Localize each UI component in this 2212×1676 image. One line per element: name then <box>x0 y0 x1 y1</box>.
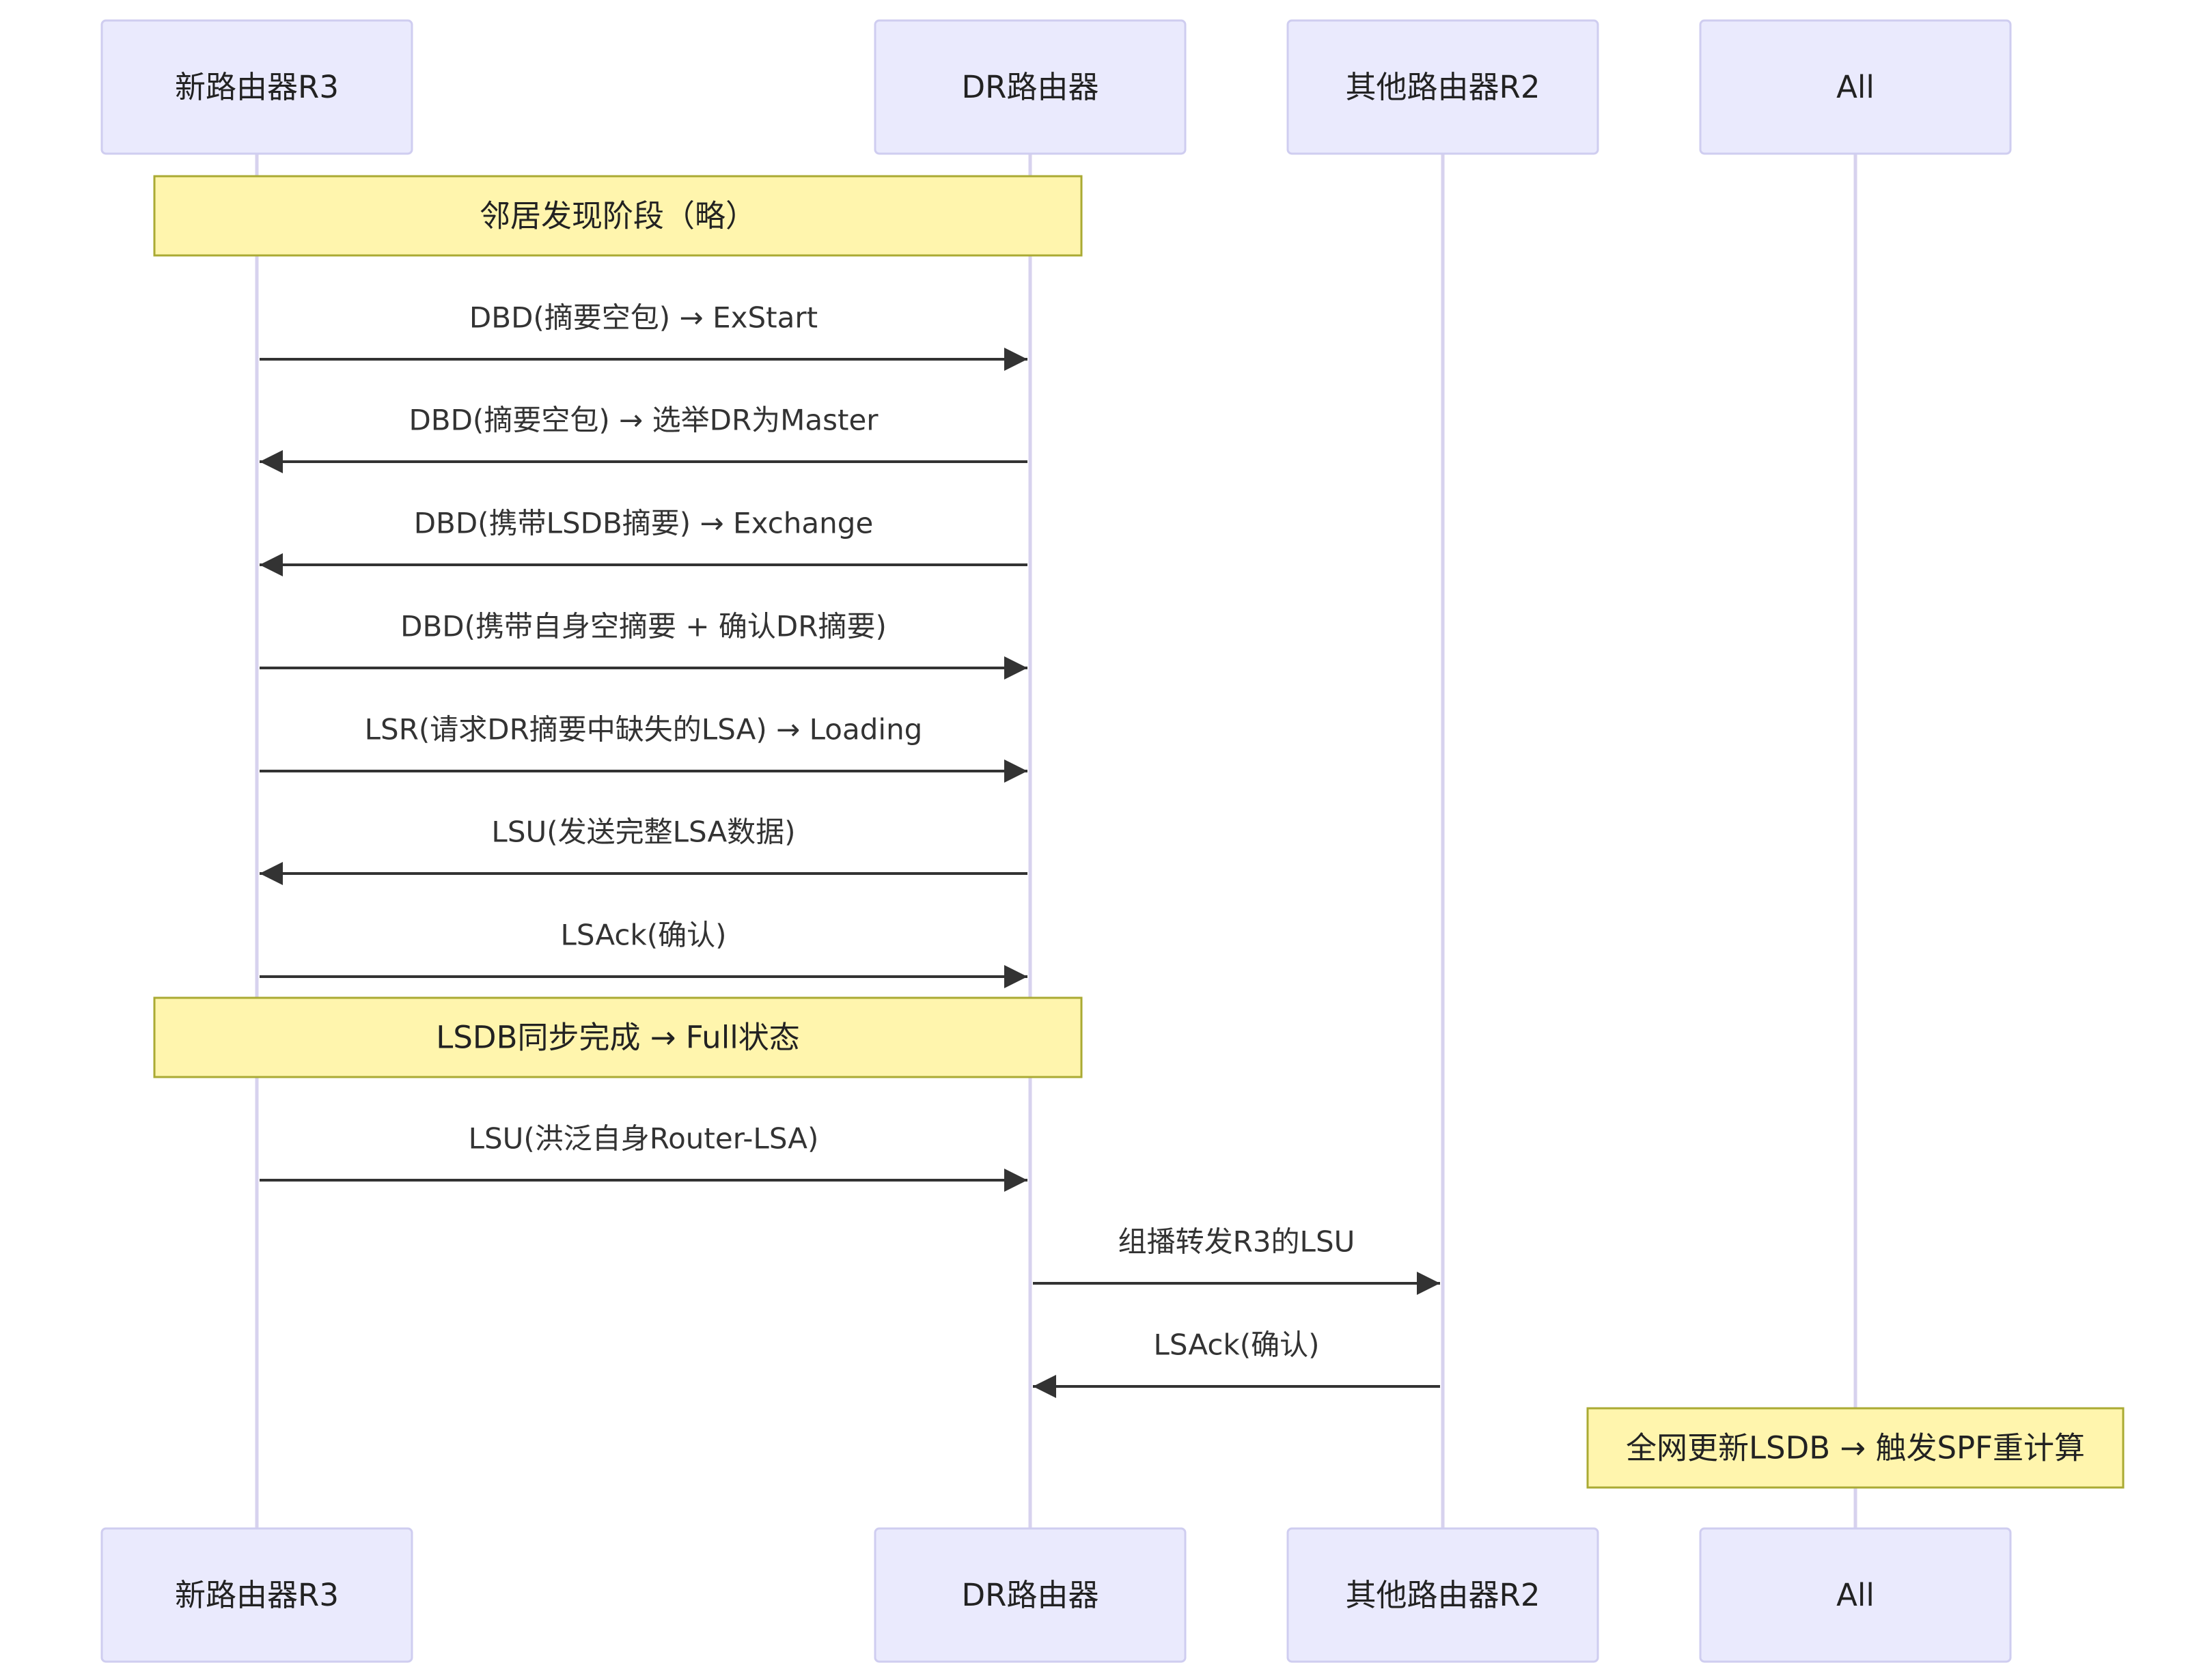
actor-label: DR路由器 <box>962 69 1099 105</box>
actor-bottom-dr: DR路由器 <box>874 1527 1187 1663</box>
actor-label: 其他路由器R2 <box>1346 1577 1540 1613</box>
message-label: LSR(请求DR摘要中缺失的LSA) → Loading <box>365 713 923 746</box>
message-r2-to-dr: LSAck(确认) <box>1033 1328 1440 1398</box>
message-label: LSAck(确认) <box>1153 1328 1319 1362</box>
actor-label: All <box>1836 69 1875 105</box>
message-r3-to-dr: LSU(洪泛自身Router-LSA) <box>260 1122 1027 1192</box>
actor-label: 其他路由器R2 <box>1346 69 1540 105</box>
message-dr-to-r3: DBD(摘要空包) → 选举DR为Master <box>260 404 1027 473</box>
actor-box <box>100 19 413 155</box>
message-label: 组播转发R3的LSU <box>1118 1225 1355 1259</box>
note-box <box>153 175 1083 257</box>
actor-top-dr: DR路由器 <box>874 19 1187 155</box>
actor-top-all: All <box>1699 19 2012 155</box>
message-dr-to-r3: DBD(携带LSDB摘要) → Exchange <box>260 507 1027 576</box>
actor-top-r3: 新路由器R3 <box>100 19 413 155</box>
actor-bottom-r2: 其他路由器R2 <box>1286 1527 1599 1663</box>
message-label: LSAck(确认) <box>560 919 726 952</box>
message-label: DBD(摘要空包) → 选举DR为Master <box>409 404 879 437</box>
note-box <box>153 996 1083 1078</box>
message-dr-to-r3: LSU(发送完整LSA数据) <box>260 815 1027 885</box>
note: 邻居发现阶段（略） <box>153 175 1083 257</box>
note-label: 全网更新LSDB → 触发SPF重计算 <box>1626 1430 2085 1466</box>
actor-box <box>1699 1527 2012 1663</box>
actor-box <box>874 1527 1187 1663</box>
actor-box <box>1699 19 2012 155</box>
actor-label: DR路由器 <box>962 1577 1099 1613</box>
message-r3-to-dr: DBD(摘要空包) → ExStart <box>260 301 1027 371</box>
message-label: LSU(洪泛自身Router-LSA) <box>469 1122 819 1156</box>
actor-bottom-all: All <box>1699 1527 2012 1663</box>
actor-label: All <box>1836 1577 1875 1613</box>
actor-box <box>1286 1527 1599 1663</box>
message-dr-to-r2: 组播转发R3的LSU <box>1033 1225 1440 1295</box>
message-label: LSU(发送完整LSA数据) <box>491 815 795 849</box>
actor-box <box>1286 19 1599 155</box>
note-box <box>1586 1407 2125 1489</box>
message-label: DBD(携带自身空摘要 + 确认DR摘要) <box>400 610 887 643</box>
actor-box <box>874 19 1187 155</box>
actor-label: 新路由器R3 <box>175 1577 339 1613</box>
note-label: LSDB同步完成 → Full状态 <box>436 1020 799 1056</box>
message-label: DBD(携带LSDB摘要) → Exchange <box>414 507 874 540</box>
message-r3-to-dr: LSAck(确认) <box>260 919 1027 988</box>
message-label: DBD(摘要空包) → ExStart <box>469 301 818 335</box>
actor-box <box>100 1527 413 1663</box>
message-r3-to-dr: LSR(请求DR摘要中缺失的LSA) → Loading <box>260 713 1027 783</box>
actor-bottom-r3: 新路由器R3 <box>100 1527 413 1663</box>
note: 全网更新LSDB → 触发SPF重计算 <box>1586 1407 2125 1489</box>
note: LSDB同步完成 → Full状态 <box>153 996 1083 1078</box>
note-label: 邻居发现阶段（略） <box>480 198 756 234</box>
actor-top-r2: 其他路由器R2 <box>1286 19 1599 155</box>
actor-label: 新路由器R3 <box>175 69 339 105</box>
message-r3-to-dr: DBD(携带自身空摘要 + 确认DR摘要) <box>260 610 1027 680</box>
